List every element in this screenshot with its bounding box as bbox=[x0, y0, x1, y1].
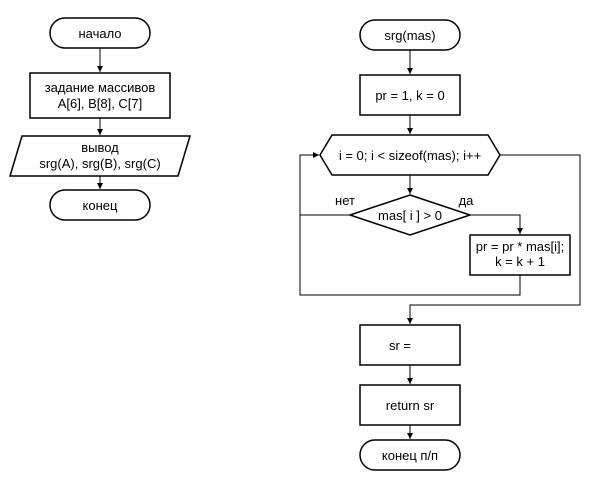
output-label-line2: srg(A), srg(B), srg(C) bbox=[39, 156, 160, 171]
body-process bbox=[469, 234, 571, 276]
connector-loop-exit bbox=[407, 154, 581, 324]
start-label: начало bbox=[78, 26, 121, 41]
sr-label: sr = bbox=[389, 338, 411, 353]
subroutine-flow: srg(mas) pr = 1, k = 0 i = 0; i < sizeof… bbox=[299, 19, 581, 471]
end-label: конец bbox=[83, 198, 118, 213]
func-end-terminator bbox=[359, 439, 461, 471]
output-parallelogram bbox=[8, 135, 192, 177]
condition-label: mas[ i ] > 0 bbox=[378, 208, 442, 223]
branch-yes-label: да bbox=[459, 193, 475, 208]
connector-body-loop bbox=[299, 152, 521, 296]
body-label-line1: pr = pr * mas[i]; bbox=[476, 239, 565, 254]
return-process bbox=[359, 384, 461, 426]
func-end-label: конец п/п bbox=[382, 448, 438, 463]
body-label-line2: k = k + 1 bbox=[495, 254, 545, 269]
main-flow: начало задание массивов A[6], B[8], C[7]… bbox=[8, 17, 192, 221]
assign-label-line2: A[6], B[8], C[7] bbox=[58, 96, 143, 111]
end-terminator bbox=[49, 189, 151, 221]
init-label: pr = 1, k = 0 bbox=[375, 88, 444, 103]
loop-label: i = 0; i < sizeof(mas); i++ bbox=[339, 148, 481, 163]
output-label-line1: вывод bbox=[81, 140, 119, 155]
sr-process bbox=[359, 324, 461, 366]
assign-arrays-process bbox=[29, 72, 171, 119]
assign-label-line1: задание массивов bbox=[45, 80, 156, 95]
condition-diamond bbox=[347, 194, 473, 236]
connector-yes-body bbox=[470, 214, 523, 234]
func-start-label: srg(mas) bbox=[384, 28, 435, 43]
branch-no-label: нет bbox=[335, 193, 355, 208]
return-label: return sr bbox=[386, 398, 435, 413]
